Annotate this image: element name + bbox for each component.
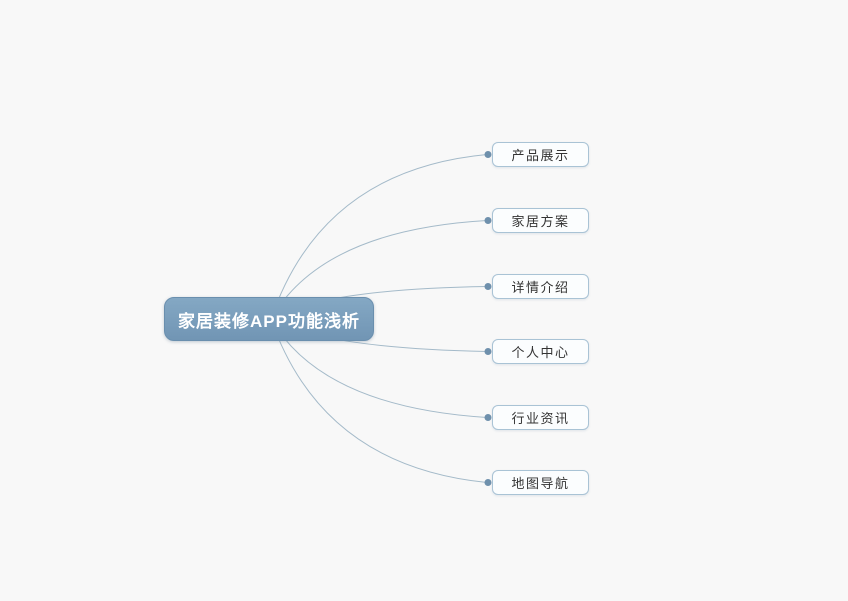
connector-dot (484, 479, 492, 486)
connector-dot (484, 283, 492, 290)
child-node-label: 家居方案 (511, 214, 570, 229)
connector-dot (484, 414, 492, 421)
child-node-label: 行业资讯 (511, 411, 570, 426)
mindmap-child-node-home-plan[interactable]: 家居方案 (492, 208, 589, 233)
mindmap-child-node-industry-news[interactable]: 行业资讯 (492, 405, 589, 430)
child-node-label: 产品展示 (511, 148, 570, 163)
mindmap-child-node-detail-intro[interactable]: 详情介绍 (492, 274, 589, 299)
connector-line (270, 318, 488, 483)
mindmap-child-node-map-navigation[interactable]: 地图导航 (492, 470, 589, 495)
connector-dot (484, 151, 492, 158)
child-node-label: 地图导航 (511, 476, 570, 491)
mindmap-root-node[interactable]: 家居装修APP功能浅析 (164, 297, 374, 341)
mindmap-child-node-personal-center[interactable]: 个人中心 (492, 339, 589, 364)
connector-line (270, 154, 488, 320)
child-node-label: 个人中心 (511, 345, 570, 360)
child-node-label: 详情介绍 (511, 280, 570, 295)
mindmap-child-node-product-display[interactable]: 产品展示 (492, 142, 589, 167)
connector-dot (484, 348, 492, 355)
root-node-label: 家居装修APP功能浅析 (178, 311, 360, 331)
connector-dot (484, 217, 492, 224)
